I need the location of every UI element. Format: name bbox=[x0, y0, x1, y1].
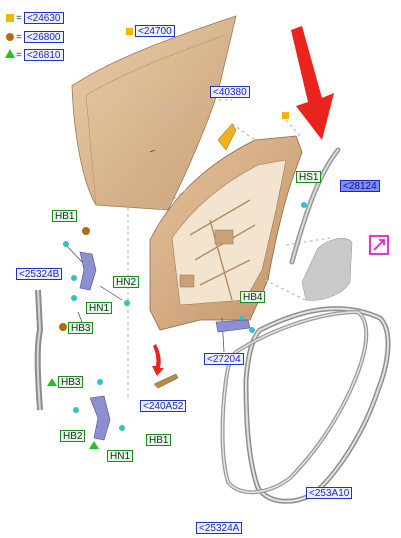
circle-marker-icon bbox=[59, 323, 67, 331]
callout-hb3-bottom[interactable]: HB3 bbox=[58, 376, 84, 388]
harness-clip bbox=[153, 373, 179, 389]
belt-moulding bbox=[217, 123, 237, 151]
lower-hinge bbox=[73, 379, 125, 441]
callout-hb4[interactable]: HB4 bbox=[240, 291, 266, 303]
square-marker-icon bbox=[282, 112, 289, 119]
callout-hn2[interactable]: HN2 bbox=[113, 276, 140, 288]
callout-hs1[interactable]: HS1 bbox=[296, 171, 322, 183]
callout-hn1-top[interactable]: HN1 bbox=[86, 302, 113, 314]
legend-triangle-row: = <26810 bbox=[16, 48, 64, 62]
callout-hb1-top[interactable]: HB1 bbox=[52, 210, 78, 222]
check-strap bbox=[215, 319, 255, 333]
legend-code-26800[interactable]: <26800 bbox=[23, 31, 64, 43]
door-outer-panel bbox=[71, 15, 237, 211]
callout-25324b[interactable]: <25324B bbox=[16, 268, 63, 280]
small-red-arrow-icon bbox=[152, 344, 164, 376]
triangle-marker-icon bbox=[47, 378, 57, 386]
legend-square-icon bbox=[6, 14, 14, 22]
fastener bbox=[301, 202, 307, 208]
square-marker-icon bbox=[126, 28, 133, 35]
door-glass bbox=[301, 237, 353, 301]
upper-hinge bbox=[71, 251, 97, 301]
legend-code-26810[interactable]: <26810 bbox=[23, 49, 64, 61]
fastener bbox=[124, 300, 130, 306]
red-arrow-icon bbox=[291, 26, 334, 140]
fastener bbox=[63, 241, 69, 247]
callout-hb3-top[interactable]: HB3 bbox=[68, 322, 94, 334]
callout-28124[interactable]: <28124 bbox=[340, 180, 380, 192]
circle-marker-icon bbox=[82, 227, 90, 235]
legend-code-24630[interactable]: <24630 bbox=[23, 12, 64, 24]
callout-240a52[interactable]: <240A52 bbox=[140, 400, 187, 412]
legend-circle-icon bbox=[6, 33, 14, 41]
callout-hb1-bottom[interactable]: HB1 bbox=[146, 434, 172, 446]
triangle-marker-icon bbox=[89, 441, 99, 449]
legend-circle-row: = <26800 bbox=[16, 30, 64, 44]
callout-24700[interactable]: <24700 bbox=[135, 25, 175, 37]
callout-253a10[interactable]: <253A10 bbox=[306, 487, 353, 499]
legend-triangle-icon bbox=[5, 49, 15, 58]
callout-40380[interactable]: <40380 bbox=[210, 86, 250, 98]
link-arrow-icon[interactable] bbox=[369, 235, 389, 255]
fastener bbox=[239, 315, 245, 321]
callout-25324a[interactable]: <25324A bbox=[196, 522, 243, 534]
callout-27204[interactable]: <27204 bbox=[204, 353, 244, 365]
callout-hb2[interactable]: HB2 bbox=[60, 430, 86, 442]
legend-square-row: = <24630 bbox=[16, 11, 64, 25]
callout-hn1-bottom[interactable]: HN1 bbox=[107, 450, 134, 462]
